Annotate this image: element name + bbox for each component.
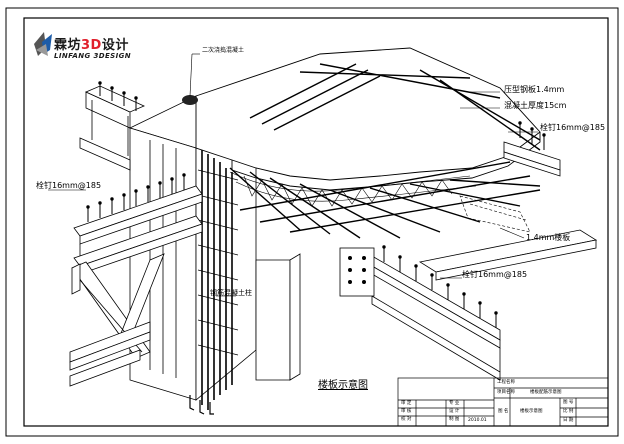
upper-left-studs	[98, 81, 138, 111]
deck-plate	[459, 195, 531, 233]
secondary-concrete-pour	[182, 53, 200, 105]
column-stirrups	[197, 169, 239, 356]
deck-truss	[229, 171, 477, 207]
column-rebars	[189, 150, 233, 415]
tb-drawing-name-label: 图 名	[498, 409, 509, 414]
tb-right-label-1: 图 号	[563, 400, 574, 405]
right-beam-studs	[382, 121, 546, 328]
right-main-beam	[371, 255, 501, 381]
tb-row2-label-3: 制 图	[449, 417, 460, 422]
label-rebar-top-right: 栓钉16mm@185	[540, 123, 606, 132]
tb-row2-label-2: 设 计	[449, 409, 460, 414]
right-upper-beam	[418, 229, 598, 281]
top-right-beam	[503, 141, 561, 177]
tb-project-value: 楼板配筋示意图	[530, 390, 562, 395]
left-beam-studs	[86, 173, 186, 222]
label-rebar-bottom: 栓钉16mm@185	[462, 270, 528, 279]
tb-drawing-name-value: 楼板示意图	[520, 409, 543, 414]
drawing-title: 楼板示意图	[318, 380, 368, 391]
label-concrete-thickness: 混凝土厚度15cm	[504, 101, 567, 110]
logo-mark	[34, 32, 52, 56]
label-rebar-left: 栓钉16mm@185	[36, 181, 102, 190]
inner-frame	[23, 17, 609, 427]
leader-lines	[48, 91, 538, 297]
logo: 霖坊3D设计 LINFANG 3DESIGN	[28, 28, 158, 66]
logo-chinese: 霖坊3D设计	[54, 38, 129, 53]
tb-row-label-2: 审 核	[401, 409, 412, 414]
label-column-rebar: 钢筋混凝土柱	[210, 289, 252, 297]
outer-frame	[5, 7, 619, 437]
lower-column	[255, 253, 301, 381]
label-deck-thickness: 压型钢板1.4mm	[504, 85, 565, 94]
bottom-left-beam	[69, 321, 151, 387]
tb-engineer-label: 工程名称	[497, 380, 515, 385]
tb-row2-label-1: 专 业	[449, 401, 460, 406]
label-deck-plate: 1.4mm楼板	[526, 233, 571, 242]
tb-right-label-3: 日 期	[563, 418, 574, 423]
tb-date-value: 2010.01	[468, 418, 487, 423]
logo-english: LINFANG 3DESIGN	[54, 52, 131, 60]
tb-project-label: 项目名称	[497, 390, 515, 395]
tb-row-label-3: 校 对	[401, 417, 412, 422]
title-block-frame	[397, 377, 609, 427]
label-secondary-concrete: 二次浇捣混凝土	[202, 47, 245, 54]
tb-right-label-2: 比 例	[563, 409, 574, 414]
slab-rebar-mesh	[229, 63, 541, 239]
tb-row-label-1: 审 定	[401, 401, 412, 406]
connection-plate	[339, 247, 375, 297]
